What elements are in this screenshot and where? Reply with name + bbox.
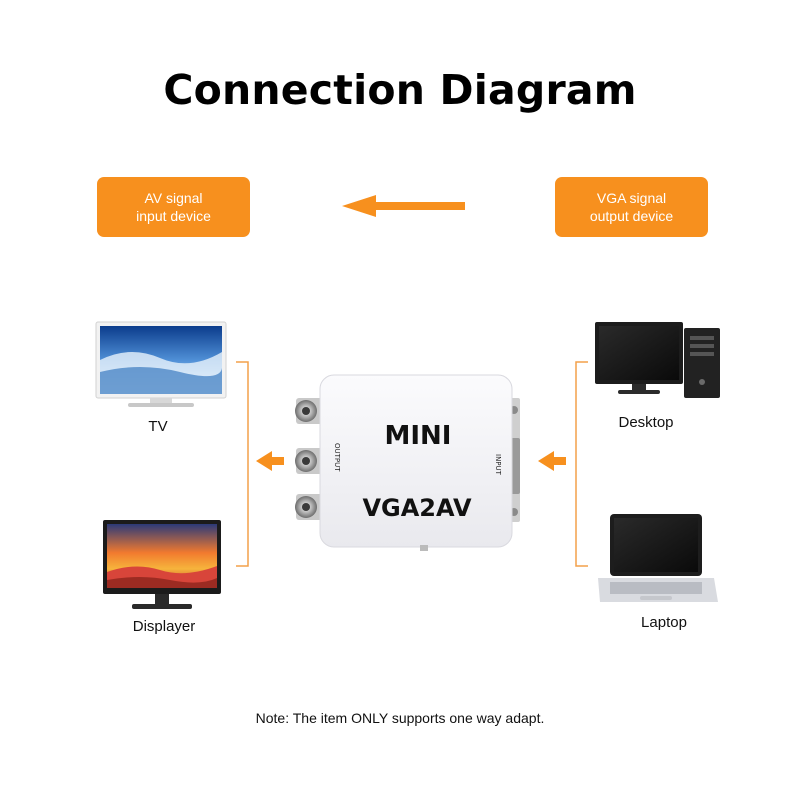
av-box-line-2: input device [136, 208, 211, 224]
rca-connector-icon [295, 448, 326, 474]
support-note: Note: The item ONLY supports one way ada… [255, 710, 545, 726]
top-direction-arrow-icon [342, 195, 465, 217]
vga-box-line-2: output device [589, 208, 674, 224]
page-title: Connection Diagram [163, 66, 637, 114]
vga-box-line-1: VGA signal [596, 190, 667, 206]
converter-model-label: VGA2AV [362, 494, 471, 522]
input-arrow-icon [538, 451, 566, 471]
left-bracket [236, 361, 249, 567]
output-arrow-icon [256, 451, 284, 471]
vga-output-device-box: VGA signal output device [555, 177, 708, 237]
av-input-device-box: AV signal input device [97, 177, 250, 237]
right-bracket [575, 361, 588, 567]
laptop-label: Laptop [641, 614, 687, 631]
tv-icon [95, 321, 227, 407]
output-port-label: OUTPUT [333, 443, 341, 472]
vga2av-converter-icon [295, 374, 520, 551]
input-port-label: INPUT [494, 454, 502, 476]
desktop-label: Desktop [618, 414, 674, 431]
tv-label: TV [148, 418, 168, 435]
desktop-computer-icon [595, 322, 720, 398]
rca-connector-icon [295, 494, 326, 520]
displayer-label: Displayer [132, 618, 196, 635]
laptop-icon [598, 514, 718, 602]
converter-brand-label: MINI [385, 421, 452, 451]
rca-connector-icon [295, 398, 326, 424]
av-box-line-1: AV signal [144, 190, 203, 206]
displayer-monitor-icon [103, 520, 221, 609]
